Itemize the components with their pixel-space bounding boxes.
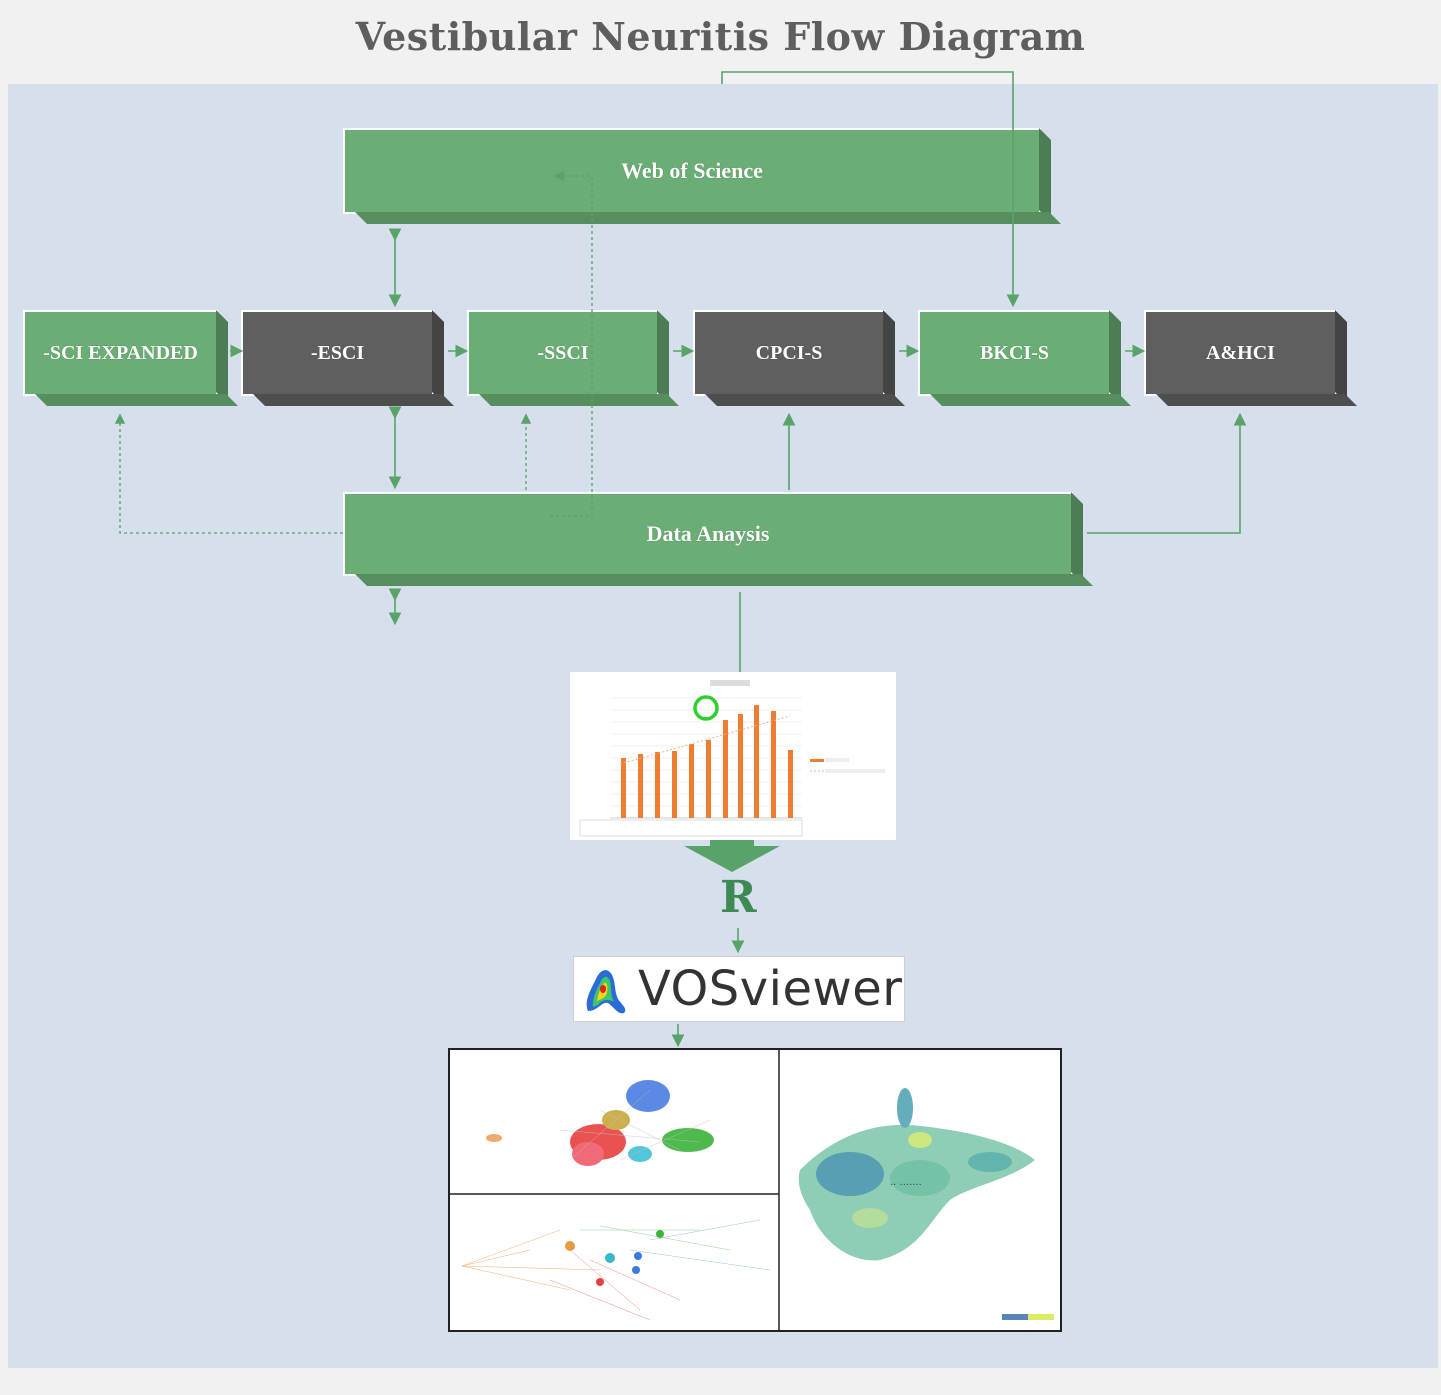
bar-chart-thumbnail: [570, 672, 896, 840]
data-analysis-label: Data Anaysis: [646, 521, 770, 546]
network-maps-svg: ·· ·······: [450, 1050, 1054, 1330]
diagram-title: Vestibular Neuritis Flow Diagram: [355, 14, 1086, 59]
esci-label: -ESCI: [310, 341, 365, 364]
r-label: R: [720, 872, 757, 923]
bar-4: [672, 751, 677, 818]
vosviewer-logo-icon: [586, 970, 626, 1014]
cpci-s-label: CPCI-S: [755, 341, 823, 364]
web-of-science-box: Web of Science: [343, 128, 1041, 214]
cluster-map-bottom-left: [461, 1219, 771, 1321]
bar-3: [655, 752, 660, 818]
bar-2: [638, 754, 643, 818]
esci-box: -ESCI: [241, 310, 434, 396]
cluster-map-top-left: [486, 1080, 714, 1166]
bkci-s-box: BKCI-S: [918, 310, 1111, 396]
highlight-circle-icon: [693, 695, 719, 721]
bar-9: [754, 705, 759, 818]
ssci-label: -SSCI: [537, 341, 589, 364]
data-analysis-box: Data Anaysis: [343, 492, 1073, 576]
bar-7: [723, 720, 728, 818]
sci-expanded-label: -SCI EXPANDED: [43, 341, 198, 364]
vosviewer-logo: VOSviewer: [573, 956, 905, 1022]
ssci-box: -SSCI: [467, 310, 659, 396]
bar-chart-svg: [579, 680, 885, 837]
bar-10: [771, 711, 776, 818]
bkci-s-label: BKCI-S: [980, 341, 1049, 364]
web-of-science-label: Web of Science: [621, 158, 763, 183]
bar-1: [621, 758, 626, 818]
bar-6: [706, 740, 711, 818]
ahci-label: A&HCI: [1206, 341, 1275, 364]
density-map-node-label: ·· ·······: [890, 1180, 922, 1191]
density-map-right: ·· ·······: [798, 1088, 1054, 1320]
network-maps-panel: ·· ·······: [448, 1048, 1062, 1332]
sci-expanded-box: -SCI EXPANDED: [23, 310, 218, 396]
bar-8: [738, 714, 743, 818]
trend-line: [619, 715, 791, 765]
cpci-s-box: CPCI-S: [693, 310, 885, 396]
vosviewer-label: VOSviewer: [638, 961, 903, 1017]
bar-11: [788, 750, 793, 818]
bar-5: [689, 744, 694, 818]
ahci-box: A&HCI: [1144, 310, 1337, 396]
